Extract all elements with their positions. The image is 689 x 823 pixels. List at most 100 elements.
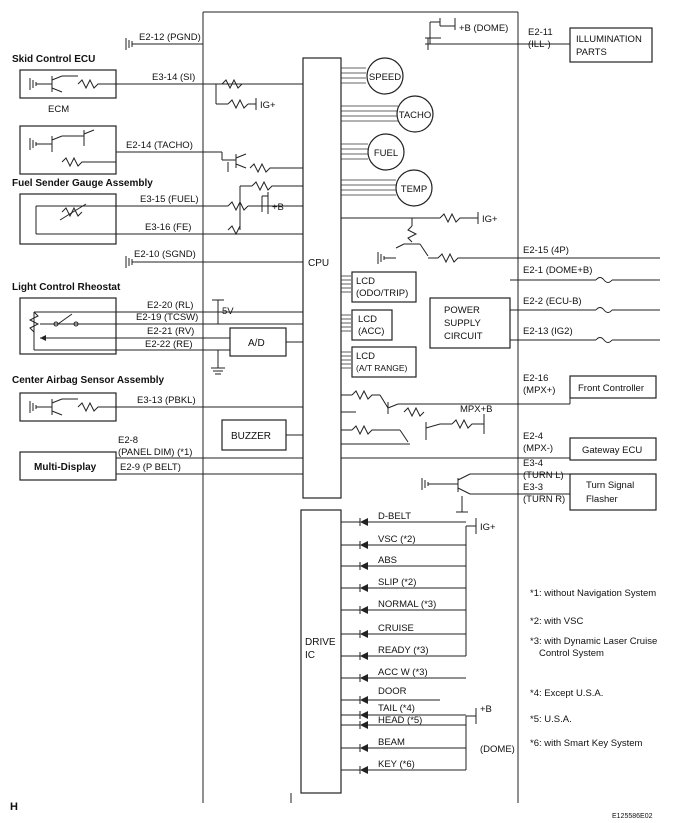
fuel-sender: Fuel Sender Gauge Assembly E3-15 (FUEL) … (12, 178, 303, 245)
mpx-circuit: E2-16 (MPX+) Front Controller MPX+B E2-4… (341, 373, 657, 461)
indicator-label: NORMAL (*3) (378, 599, 436, 610)
ecm-label: ECM (48, 104, 69, 115)
gauge-tacho: TACHO (396, 95, 434, 133)
lcd-acc-sub: (ACC) (358, 326, 384, 337)
note-4: *4: Except U.S.A. (530, 688, 603, 699)
note-1: *1: without Navigation System (530, 588, 656, 599)
front-controller-label: Front Controller (578, 383, 644, 394)
indicator-row: NORMAL (*3) (341, 599, 466, 614)
terminal-e2-16: E2-16 (523, 373, 548, 384)
turn-flasher-label-2: Flasher (586, 494, 618, 505)
terminal-e2-4-sub: (MPX-) (523, 443, 553, 454)
airbag-label: Center Airbag Sensor Assembly (12, 375, 165, 386)
indicator-label: SLIP (*2) (378, 577, 416, 588)
light-control-rheostat: Light Control Rheostat E2-20 (RL) E2-19 … (12, 282, 303, 375)
terminal-e3-16: E3-16 (FE) (145, 222, 191, 233)
terminal-e2-12: E2-12 (PGND) (139, 32, 201, 43)
light-rheostat-label: Light Control Rheostat (12, 282, 121, 293)
supply-mpx-b: MPX+B (460, 404, 492, 415)
ad-label: A/D (248, 338, 265, 349)
terminal-e2-2: E2-2 (ECU-B) (523, 296, 582, 307)
led-icon (360, 721, 368, 729)
terminal-e2-11-sub: (ILL-) (528, 39, 551, 50)
illumination-parts-label-2: PARTS (576, 47, 607, 58)
indicator-row: KEY (*6) (341, 759, 466, 774)
indicator-label: HEAD (*5) (378, 715, 422, 726)
led-icon (360, 744, 368, 752)
gauge-speed: SPEED (366, 57, 404, 95)
buzzer-label: BUZZER (231, 431, 271, 442)
led-icon (360, 518, 368, 526)
cpu-block: CPU (302, 57, 342, 499)
center-airbag-sensor: Center Airbag Sensor Assembly E3-13 (PBK… (12, 375, 303, 422)
led-icon (360, 674, 368, 682)
indicator-bus: IG+ +B (DOME) (465, 518, 515, 770)
lcd-odo-sub: (ODO/TRIP) (356, 288, 408, 299)
terminal-e2-1: E2-1 (DOME+B) (523, 265, 592, 276)
terminal-e3-13: E3-13 (PBKL) (137, 395, 196, 406)
gauge-speed-label: SPEED (369, 72, 401, 83)
gauge-fuel: FUEL (367, 133, 405, 171)
page-marker: H (10, 801, 18, 813)
drive-ic-block: DRIVE IC (290, 509, 342, 803)
multi-display-label: Multi-Display (34, 462, 97, 473)
terminal-e3-4-sub: (TURN L) (523, 470, 564, 481)
indicator-row: BEAM (341, 737, 466, 752)
note-3: *3: with Dynamic Laser Cruise (530, 636, 657, 647)
terminal-e2-9: E2-9 (P BELT) (120, 462, 181, 473)
ad-converter: A/D (229, 327, 303, 357)
led-icon (360, 562, 368, 570)
note-6: *6: with Smart Key System (530, 738, 643, 749)
indicator-row: DOOR (341, 686, 440, 704)
gauge-temp-label: TEMP (401, 184, 427, 195)
dome-illumination-circuit: +B (DOME) E2-11 (ILL-) ILLUMINATION PART… (425, 18, 653, 63)
tacho-input: E2-14 (TACHO) (19, 125, 303, 175)
indicator-leds: D-BELT VSC (*2) ABS SLIP (*2) NORMAL (*3) CRU… (341, 511, 466, 774)
lcd-acc-label: LCD (358, 314, 377, 325)
terminal-e3-3-sub: (TURN R) (523, 494, 565, 505)
terminal-e3-14: E3-14 (SI) (152, 72, 195, 83)
terminal-e3-4: E3-4 (523, 458, 543, 469)
figure-code: E125586E02 (612, 813, 653, 820)
gauge-temp: TEMP (395, 169, 433, 207)
supply-ig-3: IG+ (480, 522, 496, 533)
indicator-row: SLIP (*2) (341, 577, 466, 592)
multi-display: Multi-Display E2-8 (PANEL DIM) (*1) E2-9… (19, 435, 303, 481)
indicator-label: DOOR (378, 686, 407, 697)
led-icon (360, 606, 368, 614)
indicator-label: CRUISE (378, 623, 414, 634)
terminal-e2-4: E2-4 (523, 431, 543, 442)
indicator-label: VSC (*2) (378, 534, 415, 545)
lcd-acc: LCD (ACC) (341, 309, 393, 341)
turn-flasher-label: Turn Signal (586, 480, 634, 491)
indicator-label: KEY (*6) (378, 759, 415, 770)
lcd-at-sub: (A/T RANGE) (356, 363, 407, 373)
indicator-label: READY (*3) (378, 645, 429, 656)
indicator-label: ABS (378, 555, 397, 566)
terminal-e2-16-sub: (MPX+) (523, 385, 555, 396)
indicator-row: ACC W (*3) (341, 667, 466, 682)
indicator-row: ABS (341, 555, 466, 570)
note-5: *5: U.S.A. (530, 714, 572, 725)
supply-b-dome: +B (DOME) (459, 23, 508, 34)
supply-plus-b: +B (272, 202, 284, 213)
supply-ig-2: IG+ (482, 214, 498, 225)
indicator-row: D-BELT (341, 511, 466, 526)
terminal-e2-22: E2-22 (RE) (145, 339, 193, 350)
indicator-row: VSC (*2) (341, 534, 466, 549)
terminal-e2-10: E2-10 (SGND) (134, 249, 196, 260)
indicator-label: TAIL (*4) (378, 703, 415, 714)
led-icon (360, 711, 368, 719)
led-icon (360, 696, 368, 704)
cpu-label: CPU (308, 258, 329, 269)
gauge-fuel-label: FUEL (374, 148, 398, 159)
supply-plus-b-2: +B (480, 704, 492, 715)
illumination-parts-label: ILLUMINATION (576, 34, 642, 45)
lcd-at-label: LCD (356, 351, 375, 362)
gateway-ecu-label: Gateway ECU (582, 445, 642, 456)
supply-5v: 5V (222, 306, 234, 317)
lcd-at-range: LCD (A/T RANGE) (341, 346, 417, 378)
drive-ic-label: DRIVE (305, 637, 336, 648)
terminal-e2-8: E2-8 (118, 435, 138, 446)
